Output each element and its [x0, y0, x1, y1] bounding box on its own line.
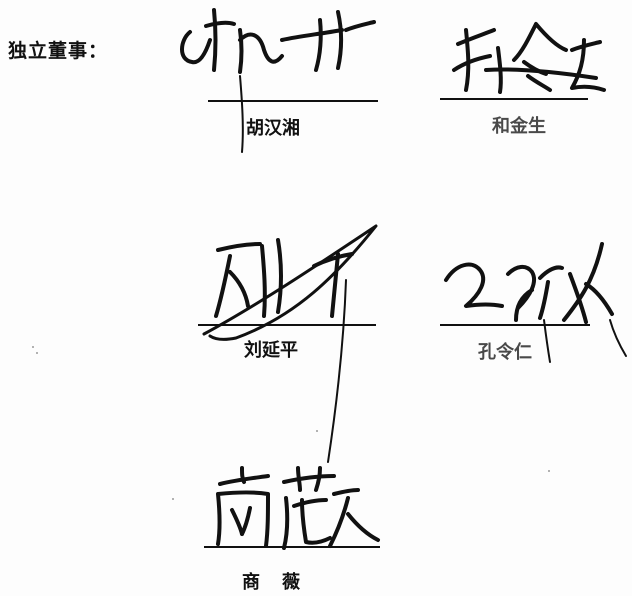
signature-block-3: 刘延平 — [196, 216, 386, 466]
handwritten-signature-3 — [202, 224, 378, 463]
signature-line-5 — [204, 546, 380, 548]
scan-speck — [548, 470, 550, 472]
signature-line-4 — [440, 324, 590, 326]
signatory-name-3: 刘延平 — [244, 340, 298, 361]
scan-speck — [316, 430, 318, 432]
signature-block-5: 商 薇 — [202, 454, 392, 594]
signatory-name-5: 商 薇 — [242, 572, 302, 593]
signature-block-1: 胡汉湘 — [170, 0, 385, 160]
independent-directors-heading: 独立董事： — [8, 40, 109, 62]
signature-line-3 — [198, 324, 376, 326]
signatory-name-1: 胡汉湘 — [246, 118, 300, 139]
signature-block-4: 孔令仁 — [436, 230, 627, 380]
signatory-name-2: 和金生 — [492, 116, 546, 137]
signature-line-2 — [440, 98, 588, 100]
handwritten-signature-1 — [180, 8, 376, 153]
handwritten-signature-5 — [216, 466, 380, 550]
handwritten-signature-2 — [452, 22, 606, 94]
scan-speck — [36, 352, 38, 354]
scan-speck — [172, 498, 174, 500]
signatory-name-4: 孔令仁 — [478, 342, 532, 363]
scan-speck — [32, 346, 34, 348]
signature-block-2: 和金生 — [436, 10, 616, 160]
handwritten-signature-4 — [444, 242, 627, 363]
signature-line-1 — [208, 100, 378, 102]
